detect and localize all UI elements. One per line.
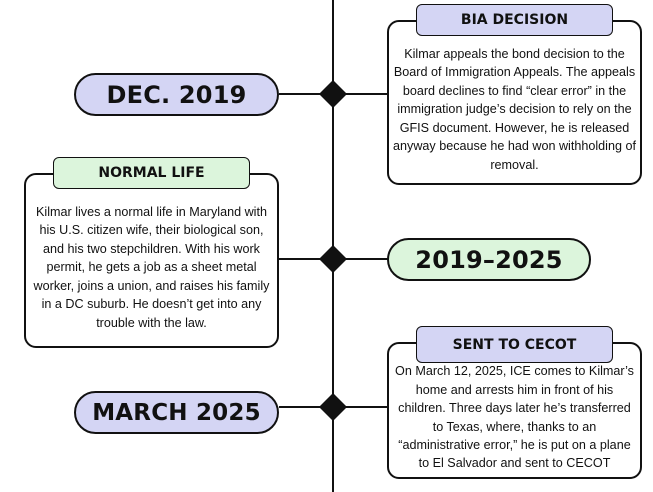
event-label-sent-to-cecot: SENT TO CECOT (416, 326, 613, 363)
event-label-bia-decision: BIA DECISION (416, 4, 613, 36)
event-card-normal-life: Kilmar lives a normal life in Maryland w… (24, 173, 279, 348)
date-pill-march-2025: MARCH 2025 (74, 391, 279, 434)
date-label: 2019–2025 (415, 245, 563, 274)
event-card-sent-to-cecot: On March 12, 2025, ICE comes to Kilmar’s… (387, 342, 642, 479)
event-label-normal-life: NORMAL LIFE (53, 157, 250, 189)
event-description: Kilmar lives a normal life in Maryland w… (33, 205, 270, 330)
diamond-marker-1 (319, 80, 347, 108)
event-label-text: NORMAL LIFE (98, 165, 205, 181)
date-pill-dec-2019: DEC. 2019 (74, 73, 279, 116)
date-label: MARCH 2025 (92, 399, 261, 426)
diamond-marker-2 (319, 245, 347, 273)
date-pill-2019-2025: 2019–2025 (387, 238, 591, 281)
event-label-text: BIA DECISION (460, 12, 569, 28)
event-description: Kilmar appeals the bond decision to the … (393, 47, 636, 172)
event-card-bia-decision: Kilmar appeals the bond decision to the … (387, 20, 642, 185)
diamond-marker-3 (319, 393, 347, 421)
date-label: DEC. 2019 (106, 80, 247, 109)
event-label-text: SENT TO CECOT (452, 336, 577, 353)
event-description: On March 12, 2025, ICE comes to Kilmar’s… (395, 364, 634, 471)
